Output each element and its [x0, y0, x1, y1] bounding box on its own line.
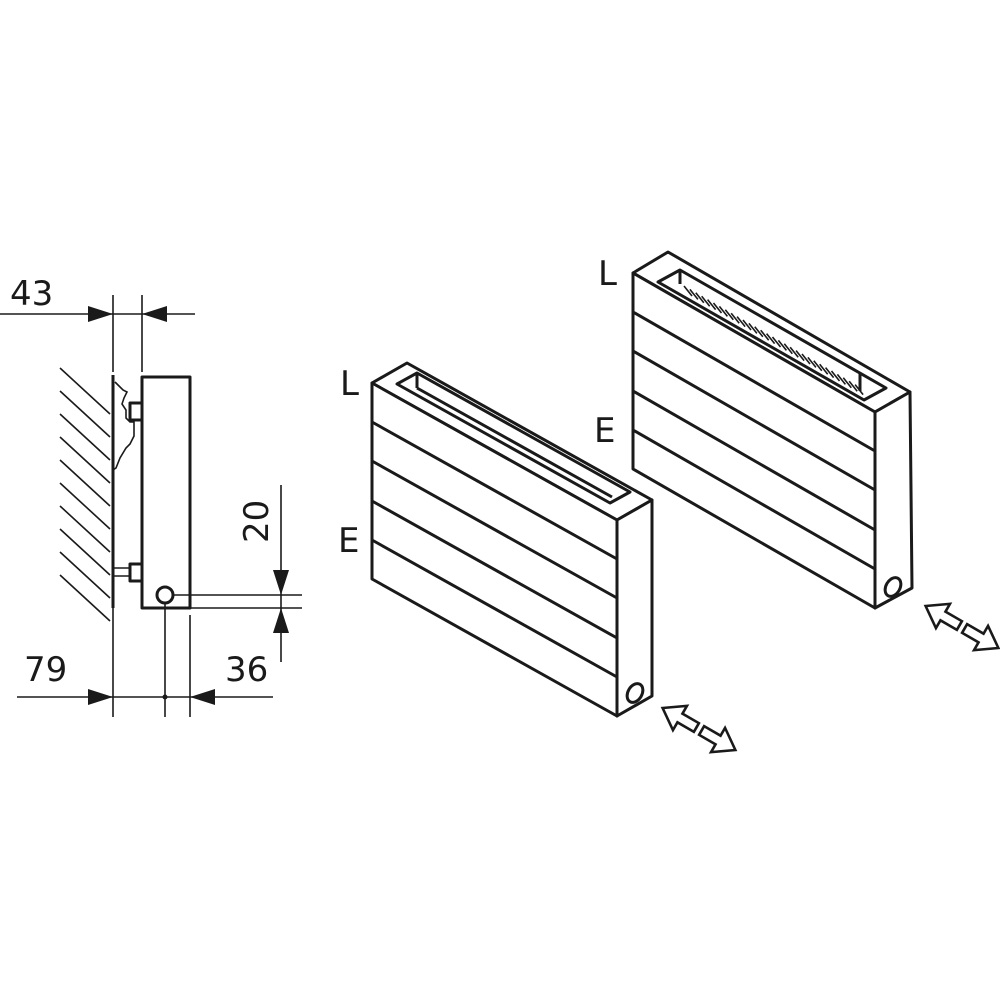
panel-divider [371, 499, 618, 640]
convector-fin [783, 343, 793, 355]
convector-fin [801, 353, 811, 365]
convector-fin [683, 285, 693, 297]
hatch-line [59, 528, 111, 576]
convector-fin [854, 384, 864, 396]
convector-fin [807, 356, 817, 368]
convector-fin [777, 339, 788, 351]
label-e-large: E [594, 411, 615, 451]
convector-fin [754, 326, 764, 338]
radiator-section [140, 375, 192, 610]
panel-divider [371, 459, 618, 600]
wall-hatching [59, 367, 111, 622]
panel-divider [632, 389, 876, 532]
hatch-line [59, 505, 111, 553]
convector-fin [836, 373, 847, 385]
panel-divider [632, 428, 876, 571]
convector-fin [795, 350, 805, 362]
connection-direction-arrow-small [660, 704, 738, 754]
convector-fin [724, 309, 734, 321]
convector-fin [748, 322, 758, 334]
convector-fin [742, 319, 752, 331]
convector-fin [789, 346, 799, 358]
dimension-label-20: 20 [237, 500, 277, 543]
dimension-79-36 [17, 603, 273, 717]
dimension-label-43: 43 [10, 274, 53, 314]
convector-fin [819, 363, 829, 375]
hatch-line [59, 413, 111, 461]
convector-fin [689, 288, 699, 300]
hatch-line [59, 367, 111, 415]
convector-fin [813, 360, 823, 372]
panel-divider [632, 349, 876, 492]
wall-bracket-bottom [113, 562, 144, 583]
dimension-label-36: 36 [225, 650, 268, 690]
convector-fin [701, 295, 711, 307]
convector-fin [736, 316, 746, 328]
hatch-line [59, 574, 111, 622]
radiator-large-isometric [631, 250, 914, 610]
hatch-line [59, 551, 111, 599]
hatch-line [59, 436, 111, 484]
convector-fin [730, 312, 740, 324]
dimension-label-79: 79 [24, 650, 67, 690]
panel-divider [371, 420, 618, 561]
pipe-connection-section [155, 585, 175, 605]
dimension-20 [173, 485, 302, 662]
connection-direction-arrow-large [923, 602, 1000, 652]
wall-bracket-top [112, 381, 144, 471]
convector-fin [760, 329, 770, 341]
convector-fin [830, 370, 841, 382]
label-l-small: L [340, 364, 359, 404]
dimension-43 [0, 295, 195, 372]
convector-fin [695, 292, 705, 304]
convector-fin [848, 380, 858, 392]
hatch-line [59, 390, 111, 438]
convector-fin [824, 367, 835, 379]
convector-fin [712, 302, 723, 314]
pipe-connection-large [883, 576, 903, 598]
convector-fin [765, 333, 776, 345]
panel-divider [371, 538, 618, 679]
radiator-small-isometric [370, 361, 654, 718]
label-l-large: L [598, 254, 617, 294]
convector-fin [842, 377, 852, 389]
convector-fin [706, 299, 717, 311]
convector-fin [771, 336, 782, 348]
label-e-small: E [338, 521, 359, 561]
hatch-line [59, 482, 111, 530]
panel-divider [632, 310, 876, 453]
pipe-connection-small [625, 682, 645, 704]
hatch-line [59, 459, 111, 507]
convector-fin [718, 305, 729, 317]
